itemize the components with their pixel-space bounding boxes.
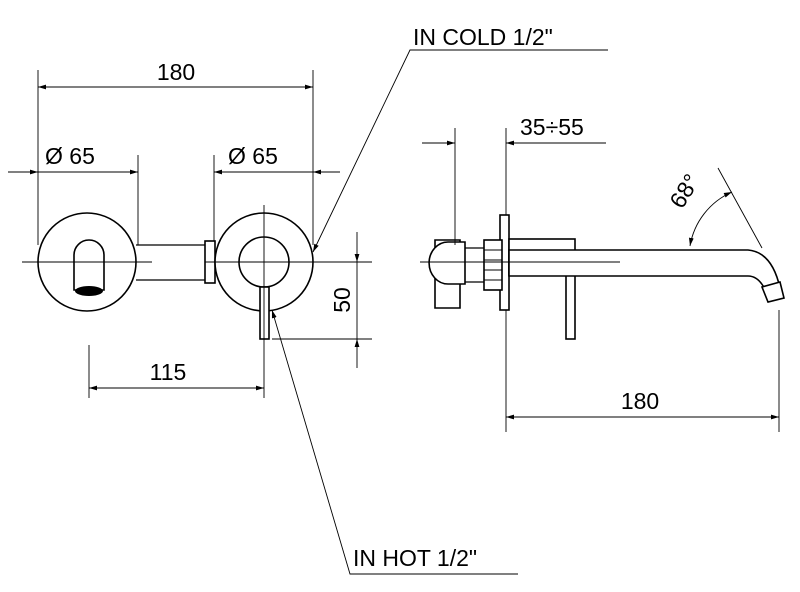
dim-right-diameter-label: Ø 65 [228, 143, 278, 169]
side-handle [565, 274, 576, 340]
dim-angle-label: 68° [664, 169, 704, 212]
front-view: 180 Ø 65 Ø 65 50 115 IN COLD 1/2" IN HOT… [8, 24, 608, 575]
dim-angle-arc [688, 191, 733, 247]
aerator [75, 286, 103, 296]
spout-tip [760, 281, 785, 303]
leader-cold [312, 49, 608, 253]
dim-height-label: 50 [329, 287, 355, 313]
label-hot-inlet: IN HOT 1/2" [353, 545, 477, 571]
side-view: 35÷55 68° 180 [420, 114, 785, 432]
connection-bar [136, 244, 215, 281]
valve-nut [483, 239, 503, 291]
dim-angle-ext [717, 167, 763, 249]
dim-total-width-ext [37, 70, 314, 245]
dim-wall-depth-ext [454, 128, 507, 245]
dim-left-diameter-label: Ø 65 [45, 143, 95, 169]
dim-total-width-label: 180 [157, 59, 195, 85]
leader-hot [271, 309, 518, 575]
valve-cylinder [428, 241, 466, 285]
dim-spout-length-ext [505, 310, 780, 432]
spout [508, 249, 781, 296]
spout-outlet [73, 239, 105, 291]
valve-nut-rings [484, 249, 502, 281]
dim-wall-depth-label: 35÷55 [520, 114, 584, 140]
dim-centers-label: 115 [150, 359, 187, 385]
valve-stem [465, 247, 484, 283]
label-cold-inlet: IN COLD 1/2" [413, 24, 553, 50]
mixer-handle [259, 286, 270, 340]
dim-spout-length-label: 180 [621, 388, 659, 414]
